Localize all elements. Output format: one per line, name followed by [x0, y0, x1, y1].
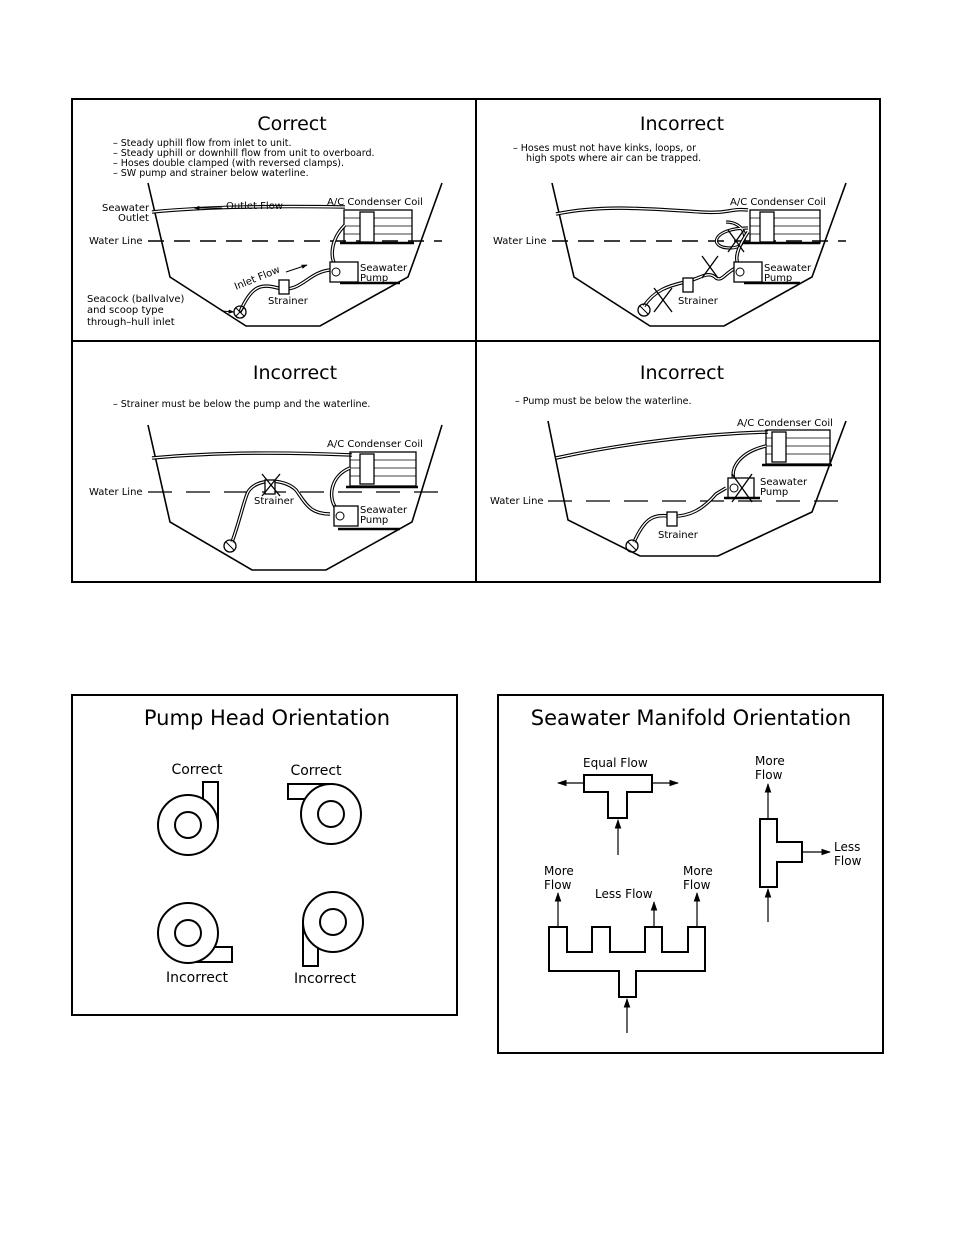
label-flow: Flow: [755, 768, 783, 782]
label-equal-flow: Equal Flow: [583, 756, 648, 770]
label-pump: Pump: [764, 273, 792, 284]
strainer: [666, 511, 678, 527]
seawater-pump: [333, 505, 359, 527]
label-pump: Pump: [360, 515, 388, 526]
seacock-icon: [223, 539, 237, 553]
pump-head-icon: [157, 902, 233, 964]
panel-title: Correct: [257, 113, 326, 135]
label-seacock: Seacock (ballvalve): [87, 294, 185, 305]
manifold-tee-equal: [583, 774, 653, 819]
seawater-pump: [727, 477, 755, 499]
hull-panel-incorrect-pump: Incorrect – Pump must be below the water…: [490, 362, 847, 557]
outlet-hose: [555, 430, 769, 460]
x-mark-icon: [731, 473, 753, 503]
hull-outline: [147, 182, 443, 327]
manifold-multi: [548, 926, 706, 998]
label-seawater-outlet: Outlet: [118, 213, 149, 224]
label-water-line: Water Line: [490, 496, 544, 507]
label-correct: Correct: [171, 762, 223, 778]
strainer: [682, 277, 694, 293]
pump-head-icon: [157, 781, 219, 856]
strainer: [278, 279, 290, 295]
label-pump: Pump: [360, 273, 388, 284]
label-pump: Seawater: [360, 263, 408, 274]
label-seawater-outlet: Seawater: [102, 203, 150, 214]
label-outlet-flow: Outlet Flow: [226, 201, 283, 212]
panel-title: Seawater Manifold Orientation: [531, 706, 851, 730]
label-seacock: through–hull inlet: [87, 317, 175, 328]
label-water-line: Water Line: [493, 236, 547, 247]
note-line: – SW pump and strainer below waterline.: [113, 168, 309, 179]
label-condenser: A/C Condenser Coil: [327, 197, 423, 208]
label-more: More: [683, 864, 713, 878]
panel-title: Incorrect: [640, 113, 724, 135]
label-incorrect: Incorrect: [294, 971, 357, 987]
inlet-flow-arrow: [285, 264, 308, 273]
panel-title: Incorrect: [640, 362, 724, 384]
note-line: – Strainer must be below the pump and th…: [113, 399, 370, 410]
label-condenser: A/C Condenser Coil: [327, 439, 423, 450]
label-less: Less: [834, 840, 860, 854]
label-less-flow: Less Flow: [595, 887, 653, 901]
hull-panel-incorrect-strainer: Incorrect – Strainer must be below the p…: [89, 362, 443, 571]
hull-outline: [551, 182, 847, 327]
manifold-tee-vertical: [759, 818, 803, 888]
hull-diagram-grid: [71, 98, 881, 583]
label-pump: Seawater: [764, 263, 812, 274]
pump-head-orientation-panel: Pump Head Orientation Correct Correct In…: [71, 694, 458, 1016]
hull-panel-incorrect-loops: Incorrect – Hoses must not have kinks, l…: [493, 113, 847, 327]
label-condenser: A/C Condenser Coil: [730, 197, 826, 208]
pump-head-icon: [287, 783, 362, 845]
label-pump: Pump: [760, 487, 788, 498]
hull-panel-correct: Correct – Steady uphill flow from inlet …: [87, 113, 443, 328]
x-mark-icon: [261, 473, 281, 497]
label-more: More: [544, 864, 574, 878]
label-strainer: Strainer: [254, 496, 295, 507]
label-pump: Seawater: [760, 477, 808, 488]
note-line: – Pump must be below the waterline.: [515, 396, 691, 407]
label-seacock: and scoop type: [87, 305, 164, 316]
label-pump: Seawater: [360, 505, 408, 516]
condenser-coil: [343, 209, 413, 244]
note-line: – Hoses must not have kinks, loops, or: [513, 143, 696, 154]
note-line: – Steady uphill flow from inlet to unit.: [113, 138, 291, 149]
seawater-manifold-orientation-panel: Seawater Manifold Orientation Equal Flow…: [497, 694, 884, 1054]
label-flow: Flow: [544, 878, 572, 892]
note-line: high spots where air can be trapped.: [526, 153, 701, 164]
panel-title: Incorrect: [253, 362, 337, 384]
panel-title: Pump Head Orientation: [144, 706, 390, 730]
hull-outline: [147, 424, 443, 571]
pump-head-icon: [302, 891, 364, 967]
label-strainer: Strainer: [658, 530, 699, 541]
label-incorrect: Incorrect: [166, 970, 229, 986]
note-line: – Hoses double clamped (with reversed cl…: [113, 158, 344, 169]
x-mark-icon: [653, 229, 745, 313]
seawater-pump: [329, 261, 359, 283]
label-water-line: Water Line: [89, 487, 143, 498]
hull-outline: [547, 420, 847, 557]
label-strainer: Strainer: [678, 296, 719, 307]
seacock-icon: [625, 539, 639, 553]
seacock-icon: [637, 303, 651, 317]
label-flow: Flow: [683, 878, 711, 892]
label-condenser: A/C Condenser Coil: [737, 418, 833, 429]
label-water-line: Water Line: [89, 236, 143, 247]
seawater-pump: [733, 261, 763, 283]
note-line: – Steady uphill or downhill flow from un…: [113, 148, 375, 159]
label-flow: Flow: [834, 854, 862, 868]
label-strainer: Strainer: [268, 296, 309, 307]
label-more: More: [755, 754, 785, 768]
label-correct: Correct: [290, 763, 342, 779]
